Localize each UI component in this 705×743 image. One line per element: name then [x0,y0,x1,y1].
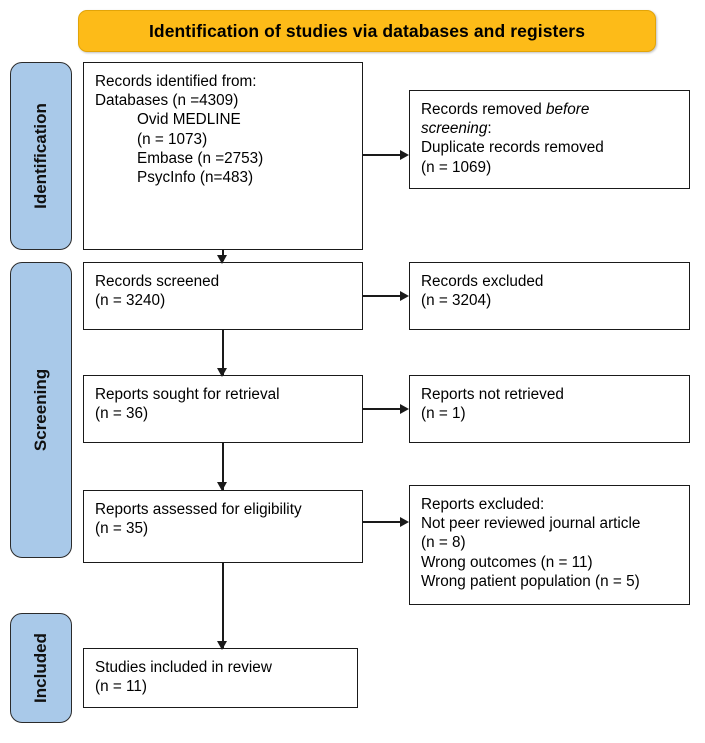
box-reports-excluded-line-3: (n = 8) [421,534,466,552]
connector-identified-to-removed [363,154,402,156]
box-records-identified-line-3: Ovid MEDLINE [137,111,241,129]
arrowhead-assessed-to-excluded-reports [400,517,409,527]
box-records-identified-line-5: Embase (n =2753) [137,149,264,167]
stage-tab-screening-label: Screening [31,368,51,452]
arrowhead-assessed-to-included [217,641,227,650]
box-reports-not-retrieved-line-1: Reports not retrieved [421,386,564,403]
diagram-banner: Identification of studies via databases … [78,10,656,52]
arrowhead-identified-to-removed [400,150,409,160]
box-reports-assessed: Reports assessed for eligibility (n = 35… [83,490,363,563]
stage-tab-included: Included [10,613,72,723]
box-records-identified: Records identified from: Databases (n =4… [83,62,363,250]
box-records-identified-line-1: Records identified from: [95,73,257,90]
box-reports-sought-line-1: Reports sought for retrieval [95,386,280,403]
connector-assessed-to-included [222,563,224,649]
box-studies-included: Studies included in review (n = 11) [83,648,358,708]
box-records-removed-emphasis-screening: screening [421,120,488,138]
connector-sought-to-assessed [222,443,224,491]
box-reports-excluded-line-1: Reports excluded: [421,496,545,513]
connector-assessed-to-excluded-reports [363,521,402,523]
box-records-removed: Records removed before screening: Duplic… [409,90,690,189]
box-studies-included-line-1: Studies included in review [95,659,272,676]
connector-sought-to-not-retrieved [363,408,402,410]
box-records-screened-line-2: (n = 3240) [95,292,166,310]
box-records-identified-line-6: PsycInfo (n=483) [137,168,254,186]
box-studies-included-line-2: (n = 11) [95,678,148,696]
arrowhead-sought-to-not-retrieved [400,404,409,414]
stage-tab-included-label: Included [31,633,50,703]
box-reports-excluded: Reports excluded: Not peer reviewed jour… [409,485,690,605]
stage-tab-screening: Screening [10,262,72,558]
box-reports-sought: Reports sought for retrieval (n = 36) [83,375,363,443]
box-records-identified-line-4: (n = 1073) [137,130,208,148]
arrowhead-sought-to-assessed [217,482,227,491]
box-reports-excluded-line-2: Not peer reviewed journal article [421,515,641,533]
box-records-removed-line-1-text: Records removed [421,101,546,118]
connector-screened-to-sought [222,330,224,376]
box-records-removed-emphasis-before: before [545,101,590,118]
box-records-identified-line-2: Databases (n =4309) [95,92,239,110]
stage-tab-identification-label: Identification [31,103,50,209]
box-records-removed-line-2: screening: [421,119,679,138]
box-records-excluded: Records excluded (n = 3204) [409,262,690,330]
box-records-screened: Records screened (n = 3240) [83,262,363,330]
box-reports-excluded-line-5: Wrong patient population (n = 5) [421,572,640,590]
box-records-excluded-line-2: (n = 3204) [421,292,492,310]
box-records-excluded-line-1: Records excluded [421,273,544,290]
box-records-removed-line-4: (n = 1069) [421,158,492,176]
banner-title: Identification of studies via databases … [148,20,586,41]
arrowhead-screened-to-sought [217,368,227,377]
connector-screened-to-excluded [363,295,402,297]
arrowhead-screened-to-excluded [400,291,409,301]
box-reports-assessed-line-2: (n = 35) [95,520,149,538]
box-reports-sought-line-2: (n = 36) [95,405,149,423]
arrowhead-identified-to-screened [217,255,227,264]
box-records-removed-line-3: Duplicate records removed [421,139,604,157]
box-reports-not-retrieved: Reports not retrieved (n = 1) [409,375,690,443]
box-reports-not-retrieved-line-2: (n = 1) [421,405,466,423]
stage-tab-identification: Identification [10,62,72,250]
box-records-removed-colon: : [487,120,492,138]
box-reports-excluded-line-4: Wrong outcomes (n = 11) [421,553,593,571]
box-records-screened-line-1: Records screened [95,273,220,290]
box-records-removed-line-1: Records removed before [421,100,679,119]
box-reports-assessed-line-1: Reports assessed for eligibility [95,501,302,518]
